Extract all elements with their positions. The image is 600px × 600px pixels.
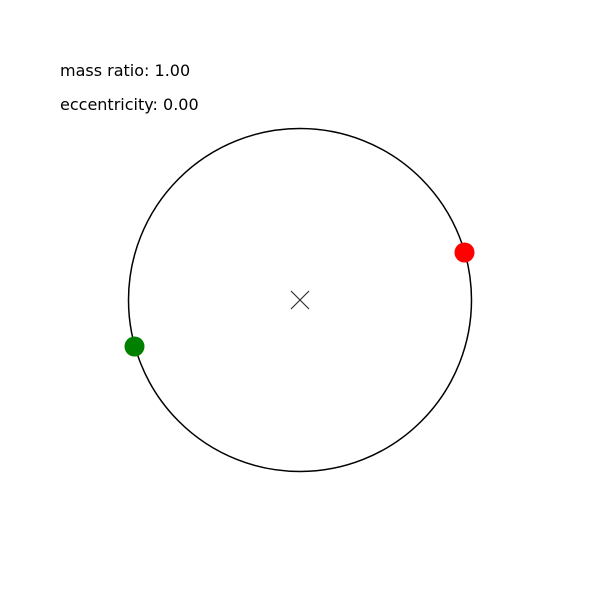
eccentricity-value: 0.00: [163, 95, 199, 114]
mass-ratio-label: mass ratio:: [60, 61, 150, 80]
body-red[interactable]: [454, 242, 475, 263]
center-of-mass-stroke-b: [290, 290, 310, 310]
center-of-mass-marker: [290, 290, 310, 310]
eccentricity-readout: eccentricity: 0.00: [60, 95, 199, 115]
mass-ratio-readout: mass ratio: 1.00: [60, 61, 190, 81]
orbit-path: [127, 127, 473, 473]
body-green[interactable]: [124, 336, 145, 357]
mass-ratio-value: 1.00: [154, 61, 191, 80]
eccentricity-label: eccentricity:: [60, 95, 158, 114]
